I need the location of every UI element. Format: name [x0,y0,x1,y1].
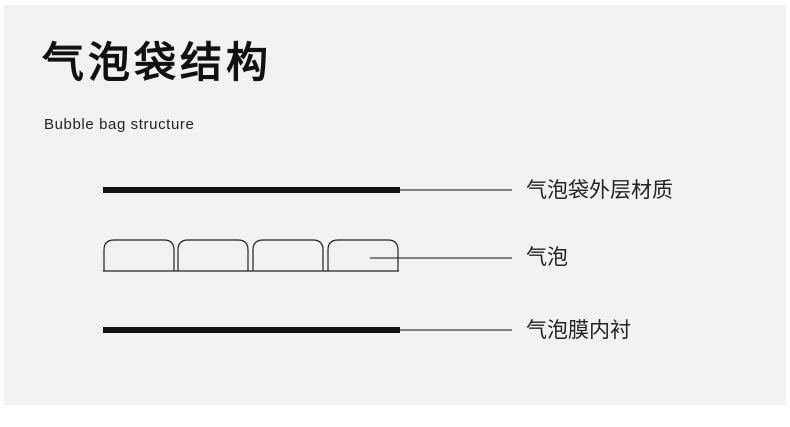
page-title: 气泡袋结构 [42,38,273,87]
bubble-label: 气泡 [526,245,568,269]
inner-lining-bar [103,327,400,333]
bubble-row [103,239,399,272]
outer-layer-label: 气泡袋外层材质 [526,178,673,202]
bubble [103,239,175,271]
bubble [177,239,249,271]
outer-layer-bar [103,187,400,193]
diagram-panel [4,5,786,405]
bubble [252,239,324,271]
bubble [327,239,399,271]
inner-lining-label: 气泡膜内衬 [526,318,631,342]
page-subtitle: Bubble bag structure [44,116,195,133]
